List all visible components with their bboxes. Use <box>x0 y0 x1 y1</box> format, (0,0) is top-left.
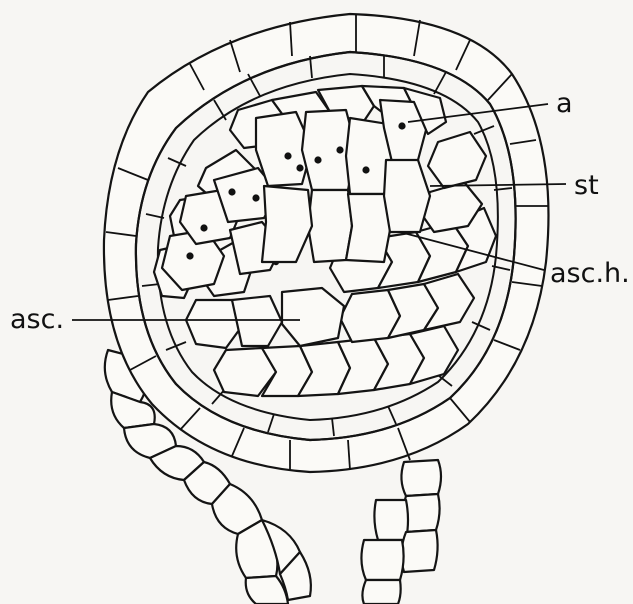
label-asc: asc. <box>10 304 64 335</box>
label-asc-h: asc.h. <box>550 258 630 289</box>
right-stalk-cells <box>361 460 441 604</box>
label-st: st <box>574 170 599 201</box>
label-a: a <box>556 88 573 119</box>
